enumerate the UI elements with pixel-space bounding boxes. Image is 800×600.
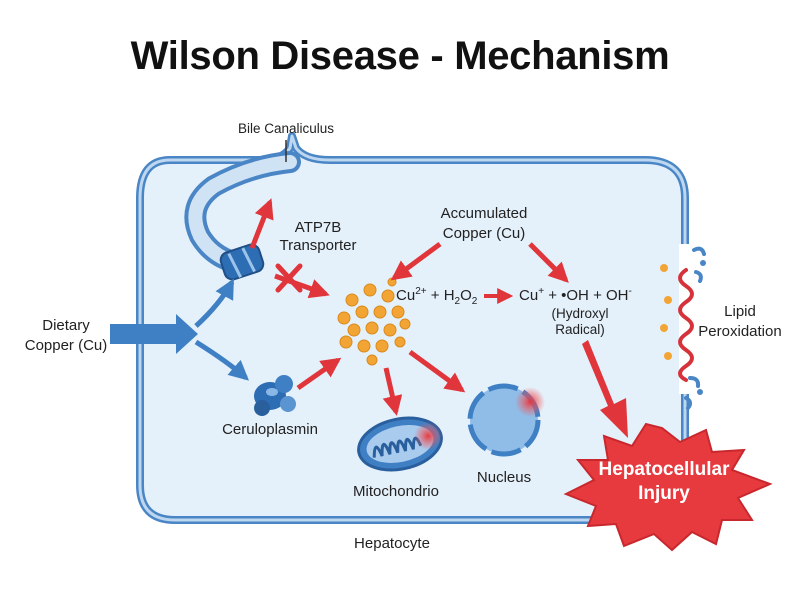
blocked-transport-arrow bbox=[274, 273, 330, 299]
bile-canaliculus-label: Bile Canaliculus bbox=[238, 121, 334, 136]
copper-accumulation-cluster bbox=[337, 277, 411, 366]
copper-to-nucleus-arrow bbox=[408, 349, 466, 393]
reaction-reactants: Cu2+ + H2O2 bbox=[396, 286, 478, 307]
mitochondrion-icon bbox=[357, 416, 443, 472]
accumulated-copper-label-line1: Accumulated bbox=[441, 205, 528, 222]
hydroxyl-radical-label-line2: Radical) bbox=[555, 322, 605, 337]
ceruloplasmin-copper-arrow bbox=[296, 357, 342, 391]
reaction-products: Cu+ + •OH + OH- bbox=[519, 286, 632, 304]
lipid-peroxidation-label-line1: Lipid bbox=[724, 303, 756, 320]
atp7b-label-line1: ATP7B bbox=[295, 219, 341, 236]
to-atp7b-arrow bbox=[194, 278, 235, 328]
radical-to-injury-arrow bbox=[582, 340, 628, 438]
hepatocyte-label: Hepatocyte bbox=[354, 535, 430, 552]
dietary-input-arrow bbox=[110, 314, 198, 354]
accumulated-arrow-right bbox=[528, 242, 569, 283]
accumulated-arrow-left bbox=[390, 241, 442, 281]
atp7b-transporter-icon bbox=[219, 243, 265, 281]
accumulated-copper-label-line2: Copper (Cu) bbox=[443, 225, 526, 242]
hepatocellular-injury-label-line1: Hepatocellular bbox=[599, 459, 731, 480]
nucleus-icon bbox=[467, 383, 545, 457]
atp7b-label-line2: Transporter bbox=[280, 237, 357, 254]
dietary-copper-label-line1: Dietary bbox=[42, 317, 90, 334]
hepatocyte-cell bbox=[136, 132, 706, 524]
to-ceruloplasmin-arrow bbox=[194, 339, 249, 381]
hepatocellular-injury-label-line2: Injury bbox=[638, 483, 690, 504]
lipid-peroxidation-label-line2: Peroxidation bbox=[698, 323, 781, 340]
dietary-copper-label-line2: Copper (Cu) bbox=[25, 337, 108, 354]
bile-canaliculus bbox=[184, 140, 301, 273]
mitochondrion-label: Mitochondrio bbox=[353, 483, 439, 500]
page-title: Wilson Disease - Mechanism bbox=[130, 34, 670, 78]
blocked-x-icon bbox=[275, 263, 303, 293]
hydroxyl-radical-label-line1: (Hydroxyl bbox=[551, 306, 608, 321]
nucleus-label: Nucleus bbox=[477, 469, 531, 486]
lipid-peroxidation-icon bbox=[660, 264, 694, 382]
ceruloplasmin-icon bbox=[254, 375, 296, 416]
hepatocellular-injury-burst bbox=[563, 422, 773, 552]
ceruloplasmin-label: Ceruloplasmin bbox=[222, 421, 318, 438]
copper-to-mitochondrion-arrow bbox=[382, 367, 403, 416]
excretion-arrow bbox=[249, 198, 274, 249]
